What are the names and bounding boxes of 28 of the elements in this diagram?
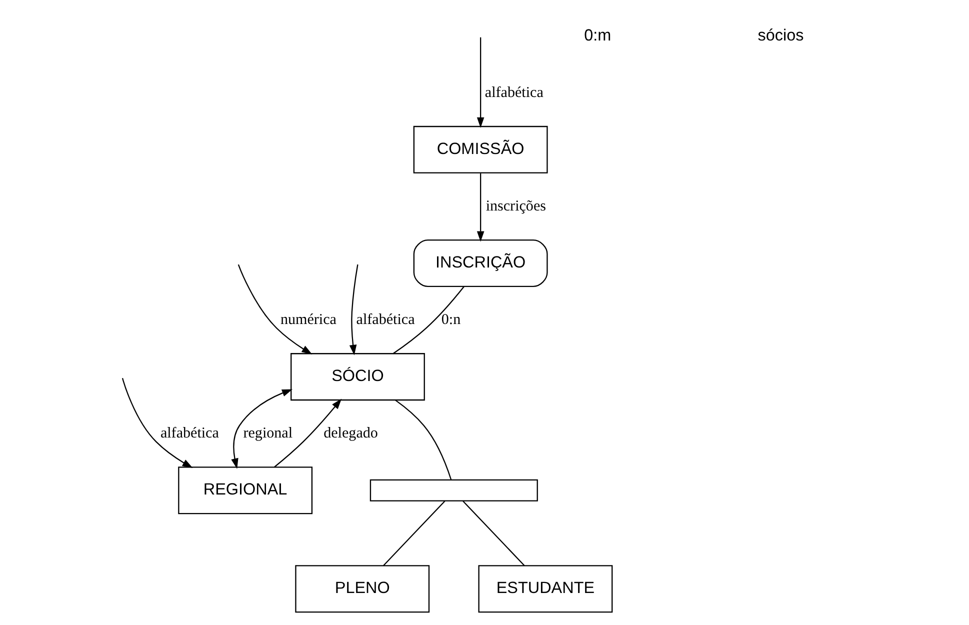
edge-label: delegado: [324, 426, 378, 442]
arrow: [274, 398, 342, 468]
node-box: PLENO: [295, 565, 430, 613]
edge-label: regional: [243, 426, 293, 442]
edge-label: alfabética: [484, 84, 544, 101]
node-box: COMISSÃO: [413, 126, 548, 174]
connector: [383, 500, 446, 566]
edge-label: numérica: [280, 312, 336, 328]
edge-label: alfabética: [356, 312, 415, 328]
connector: [392, 286, 464, 354]
node-box: INSCRIÇÃO: [413, 239, 548, 287]
arrow: [122, 378, 193, 468]
label: 0:m: [584, 26, 612, 44]
node-box: SÓCIO: [290, 353, 425, 401]
arrow: [231, 389, 292, 469]
node-box: ESTUDANTE: [478, 565, 613, 613]
arrow: [476, 37, 484, 128]
edge-label: alfabética: [160, 426, 219, 442]
edge-label: 0:n: [441, 312, 461, 328]
connector: [395, 400, 452, 480]
arrow: [238, 264, 312, 354]
connector: [462, 500, 525, 566]
edge-label: inscrições: [486, 198, 546, 214]
node-bar: [370, 479, 538, 502]
node-box: REGIONAL: [178, 466, 313, 514]
label: sócios: [758, 26, 804, 44]
arrow: [349, 264, 358, 356]
arrow: [476, 173, 484, 242]
